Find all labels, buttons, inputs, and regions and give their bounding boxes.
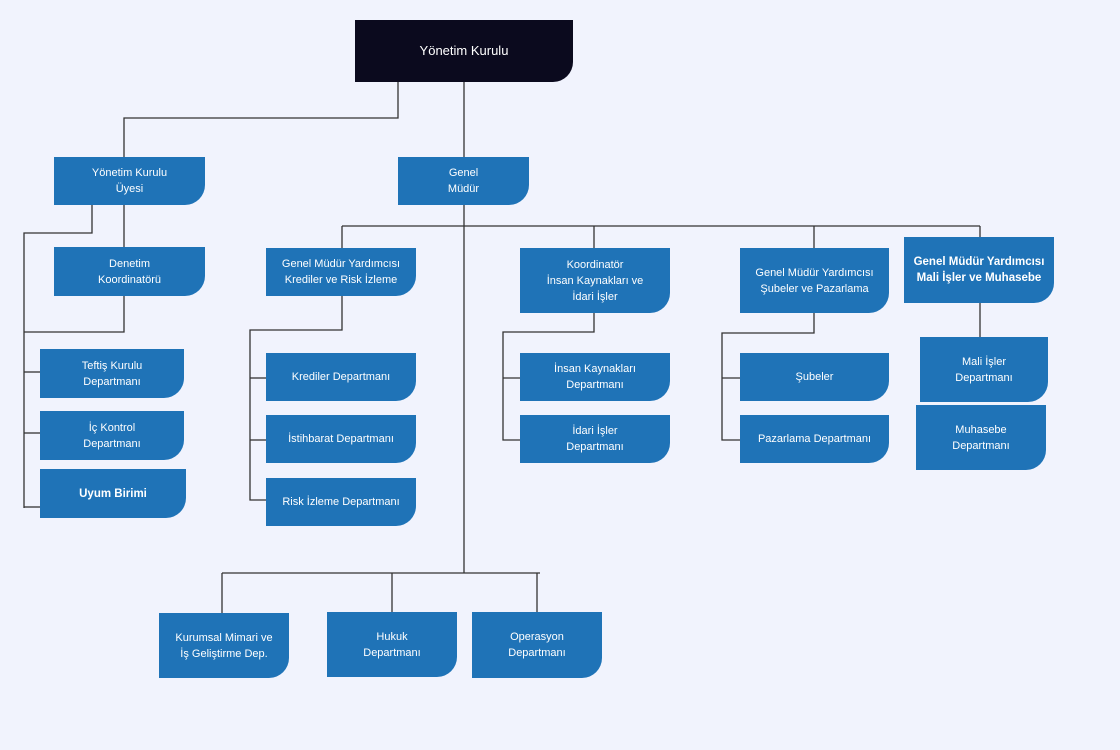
node-mali-isler-departmani: Mali İşler Departmanı xyxy=(920,337,1048,402)
node-hukuk-departmani: Hukuk Departmanı xyxy=(327,612,457,677)
connector-ik-spine xyxy=(502,313,595,441)
node-koordinator-ik: Koordinatör İnsan Kaynakları ve İdari İş… xyxy=(520,248,670,313)
node-gmy-subeler: Genel Müdür Yardımcısı Şubeler ve Pazarl… xyxy=(740,248,889,313)
connector-sube-spine xyxy=(721,313,815,441)
node-kurumsal-mimari: Kurumsal Mimari ve İş Geliştirme Dep. xyxy=(159,613,289,678)
node-uyum-birimi: Uyum Birimi xyxy=(40,469,186,518)
node-muhasebe-departmani: Muhasebe Departmanı xyxy=(916,405,1046,470)
node-gmy-krediler: Genel Müdür Yardımcısı Krediler ve Risk … xyxy=(266,248,416,296)
connector-root-ykuye xyxy=(123,82,399,157)
node-gmy-mali-isler: Genel Müdür Yardımcısı Mali İşler ve Muh… xyxy=(904,237,1054,303)
node-idari-isler-departmani: İdari İşler Departmanı xyxy=(520,415,670,463)
node-krediler-departmani: Krediler Departmanı xyxy=(266,353,416,401)
node-denetim-koordinatoru: Denetim Koordinatörü xyxy=(54,247,205,296)
node-pazarlama-departmani: Pazarlama Departmanı xyxy=(740,415,889,463)
node-teftis-kurulu: Teftiş Kurulu Departmanı xyxy=(40,349,184,398)
node-yonetim-kurulu: Yönetim Kurulu xyxy=(355,20,573,82)
node-ic-kontrol: İç Kontrol Departmanı xyxy=(40,411,184,460)
node-operasyon-departmani: Operasyon Departmanı xyxy=(472,612,602,678)
node-genel-mudur: Genel Müdür xyxy=(398,157,529,205)
connector-denetim-spine xyxy=(24,296,125,333)
node-subeler: Şubeler xyxy=(740,353,889,401)
node-yonetim-kurulu-uyesi: Yönetim Kurulu Üyesi xyxy=(54,157,205,205)
node-istihbarat-departmani: İstihbarat Departmanı xyxy=(266,415,416,463)
connector-kredi-spine xyxy=(249,296,343,501)
connector-ykuye-spine xyxy=(23,205,93,508)
node-insan-kaynaklari-departmani: İnsan Kaynakları Departmanı xyxy=(520,353,670,401)
node-risk-izleme-departmani: Risk İzleme Departmanı xyxy=(266,478,416,526)
